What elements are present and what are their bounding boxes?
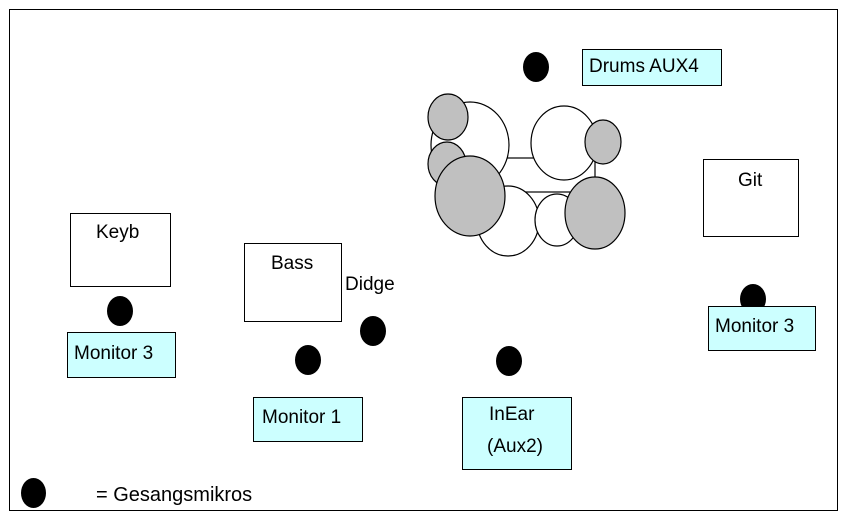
- monitor-right-box: Monitor 3: [708, 306, 816, 351]
- keyb-box: Keyb: [70, 213, 171, 287]
- didge-label: Didge: [345, 274, 395, 295]
- keyb-mic-icon: [107, 296, 133, 326]
- cymbal-5-icon: [564, 176, 626, 250]
- cymbal-1-icon: [427, 93, 469, 141]
- legend-text: = Gesangsmikros: [96, 484, 253, 506]
- git-label: Git: [738, 170, 763, 191]
- monitor-left-label: Monitor 3: [74, 343, 154, 364]
- git-box: Git: [703, 159, 799, 237]
- didge-mic-icon: [360, 316, 386, 346]
- keyb-label: Keyb: [96, 222, 140, 243]
- stage-frame: [9, 9, 838, 511]
- drums-label-box: Drums AUX4: [582, 49, 722, 86]
- cymbal-2-icon: [584, 119, 622, 165]
- monitor-left-box: Monitor 3: [67, 332, 176, 378]
- drums-label: Drums AUX4: [589, 56, 699, 77]
- monitor-1-label: Monitor 1: [262, 407, 342, 428]
- cymbal-4-icon: [434, 155, 506, 237]
- bass-label: Bass: [271, 253, 314, 274]
- inear-label-line1: InEar: [489, 404, 535, 425]
- vocal-mic-dot-icon: [21, 478, 46, 508]
- inear-label-line2: (Aux2): [487, 436, 543, 457]
- drums-mic-icon: [523, 52, 549, 82]
- bass-box: Bass: [244, 243, 342, 322]
- inear-box: InEar (Aux2): [462, 397, 572, 470]
- monitor-right-label: Monitor 3: [715, 316, 795, 337]
- monitor-1-box: Monitor 1: [253, 397, 363, 442]
- inear-mic-icon: [496, 346, 522, 376]
- bass-mic-icon: [295, 345, 321, 375]
